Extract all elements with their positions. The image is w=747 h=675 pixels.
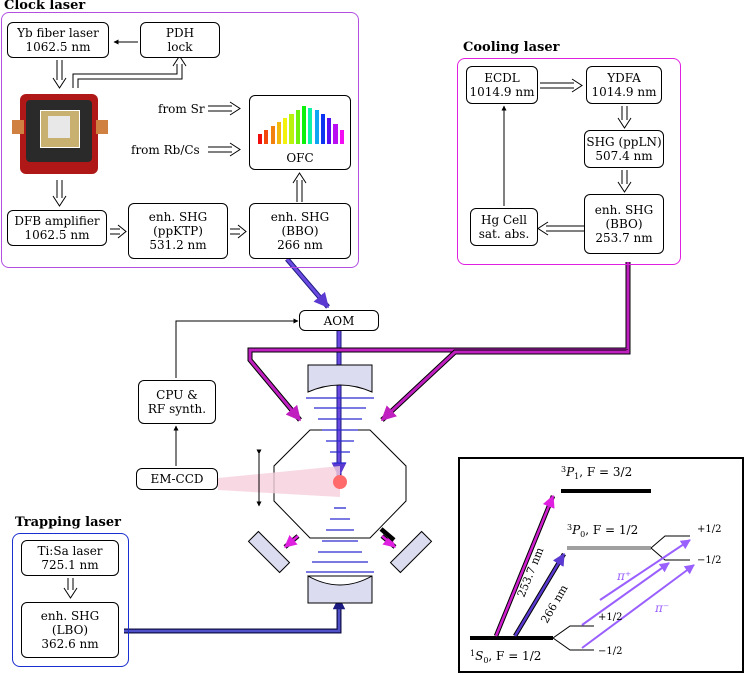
clock-laser-title: Clock laser <box>4 0 86 13</box>
shg-ppln-box: SHG (ppLN)507.4 nm <box>584 130 664 168</box>
s0-split-minus <box>552 637 594 651</box>
comb-tooth <box>276 122 281 144</box>
shg-ppktp-box: enh. SHG(ppKTP)531.2 nm <box>128 203 228 259</box>
ydfa-to-ppln-arrow <box>617 106 632 129</box>
p0-split-minus <box>650 547 690 561</box>
lattice-top <box>306 397 374 464</box>
left-retro-mirror <box>247 530 291 574</box>
bbo-to-ofc-arrow <box>292 172 307 202</box>
comb-tooth <box>339 130 344 144</box>
cooling-laser-title: Cooling laser <box>463 40 560 55</box>
comb-tooth <box>302 106 307 144</box>
comb-tooth <box>264 130 269 144</box>
imaging-cone <box>218 466 340 497</box>
from-sr-arrow <box>208 101 241 116</box>
cooling-beam <box>247 262 631 422</box>
cavity-to-dfb-arrow <box>52 180 67 207</box>
transition-2537 <box>494 494 555 637</box>
comb-tooth <box>295 110 300 144</box>
cpu-rf-synth-box: CPU &RF synth. <box>138 380 216 424</box>
from-rbcs-label: from Rb/Cs <box>131 143 200 157</box>
ppktp-to-bbo-arrow <box>230 224 247 239</box>
transition-266 <box>513 552 566 637</box>
comb-tooth <box>327 118 332 144</box>
s0-split-plus <box>552 625 594 639</box>
comb-tooth <box>258 134 263 144</box>
label-1s0: 1S0, F = 1/2 <box>470 649 541 665</box>
p0-split-plus <box>650 535 690 549</box>
transition-pi-minus-2 <box>581 564 695 649</box>
clock-laser-panel <box>1 12 359 268</box>
label-p0-minus: −1/2 <box>697 555 721 566</box>
upper-cavity-mirror <box>307 364 373 393</box>
cpu-to-aom-line <box>175 318 299 378</box>
shg-lbo-box: enh. SHG(LBO)362.6 nm <box>21 602 119 658</box>
comb-tooth <box>308 108 313 144</box>
yb-to-cavity-arrow <box>52 60 67 89</box>
lattice-bottom <box>306 507 374 573</box>
comb-tooth <box>289 114 294 144</box>
label-s0-minus: −1/2 <box>598 646 622 657</box>
label-3p1: 3P1, F = 3/2 <box>561 465 632 481</box>
trapping-laser-title: Trapping laser <box>15 515 121 530</box>
transition-pi-plus <box>581 562 670 626</box>
trapping-beam <box>124 596 346 634</box>
label-pi-plus: π⁺ <box>616 569 631 583</box>
lower-cavity-mirror <box>307 575 373 604</box>
level-scheme <box>458 457 744 673</box>
em-ccd-box: EM-CCD <box>136 468 218 490</box>
from-rbcs-arrow <box>208 142 241 157</box>
right-retro-mirror <box>389 530 433 574</box>
label-s0-plus: +1/2 <box>598 612 622 623</box>
label-pi-minus: π⁻ <box>654 601 669 615</box>
vacuum-chamber <box>218 364 433 604</box>
frequency-comb-graphic <box>257 102 345 144</box>
label-3p0: 3P0, F = 1/2 <box>567 523 638 539</box>
reference-cavity-image <box>12 88 108 178</box>
shg-bbo-2537-box: enh. SHG(BBO)253.7 nm <box>584 194 664 254</box>
from-sr-label: from Sr <box>158 102 205 116</box>
ofc-box: OFC <box>249 95 351 170</box>
bbo-to-hgcell-arrow <box>537 221 584 236</box>
ecdl-to-ydfa-arrow <box>540 78 583 93</box>
trapping-laser-panel <box>12 533 129 667</box>
comb-tooth <box>333 124 338 144</box>
atom-cloud <box>333 475 347 489</box>
aom-box: AOM <box>299 310 379 331</box>
dfb-to-ppktp-arrow <box>110 224 127 239</box>
transition-pi-plus-2 <box>599 539 691 601</box>
comb-tooth <box>283 118 288 144</box>
label-p0-plus: +1/2 <box>697 524 721 535</box>
comb-tooth <box>320 114 325 144</box>
shg-bbo-266-box: enh. SHG(BBO)266 nm <box>249 203 351 259</box>
comb-tooth <box>314 110 319 144</box>
comb-tooth <box>270 126 275 144</box>
tisa-to-lbo-arrow <box>63 578 78 599</box>
ppln-to-bbo-arrow <box>617 170 632 193</box>
cooling-laser-panel <box>457 58 681 265</box>
